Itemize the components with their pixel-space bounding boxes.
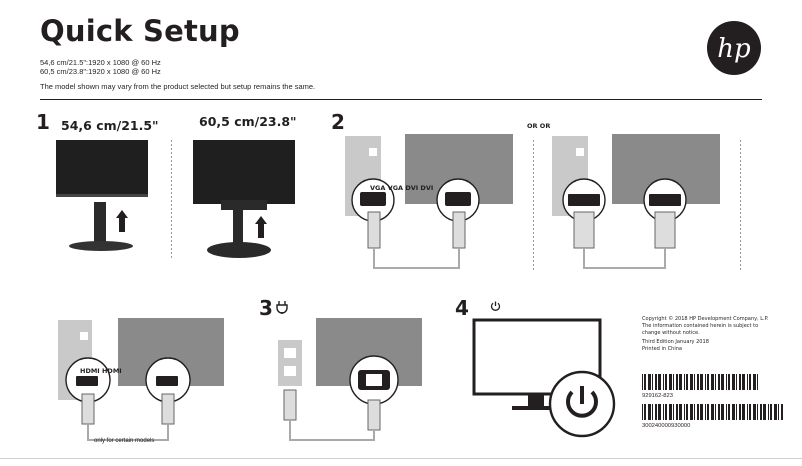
model-b-label: 60,5 cm/23.8"	[199, 114, 297, 129]
barcode-1-number: 929162-823	[642, 393, 673, 399]
hdmi-caption: only for certain models	[94, 438, 155, 444]
monitor-b-illustration	[193, 140, 295, 258]
spec-line-1: 54,6 cm/21.5":1920 x 1080 @ 60 Hz	[40, 58, 161, 67]
legal-line-3: change without notice.	[642, 330, 700, 336]
hdmi-connection-illustration	[58, 318, 224, 441]
vga-dvi-label: VGA VGA DVI DVI	[370, 184, 434, 192]
legal-line-1: Copyright © 2018 HP Development Company,…	[642, 316, 769, 322]
legal-line-2: The information contained herein is subj…	[642, 323, 759, 329]
legal-line-4: Third Edition January 2018	[642, 339, 709, 345]
power-cord-illustration	[278, 318, 422, 441]
footer-divider	[0, 458, 802, 459]
hp-logo-text: hp	[717, 34, 751, 64]
hdmi-label: HDMI HDMI	[80, 367, 122, 375]
barcode-1	[642, 374, 758, 390]
vga-connection-illustration	[345, 134, 513, 269]
dvi-connection-illustration	[552, 134, 720, 269]
monitor-a-illustration	[56, 140, 148, 251]
or-label: OR OR	[527, 122, 551, 130]
header-divider	[40, 99, 762, 100]
barcode-2	[642, 404, 783, 420]
barcode-2-number: 300240000930000	[642, 423, 691, 429]
power-on-illustration	[472, 318, 616, 438]
step-4-number: 4	[455, 296, 469, 320]
step2-divider-b	[740, 140, 741, 270]
step2-divider-a	[533, 140, 534, 270]
page-title: Quick Setup	[40, 14, 240, 48]
step1-divider	[171, 140, 172, 258]
step-2-number: 2	[331, 110, 345, 134]
spec-line-2: 60,5 cm/23.8":1920 x 1080 @ 60 Hz	[40, 67, 161, 76]
hp-logo-icon: hp	[707, 21, 761, 75]
power-icon	[490, 301, 501, 311]
power-plug-icon	[276, 301, 288, 314]
model-a-label: 54,6 cm/21.5"	[61, 118, 159, 133]
model-note: The model shown may vary from the produc…	[40, 82, 316, 91]
step-3-number: 3	[259, 296, 273, 320]
step-1-number: 1	[36, 110, 50, 134]
legal-line-5: Printed in China	[642, 346, 683, 352]
